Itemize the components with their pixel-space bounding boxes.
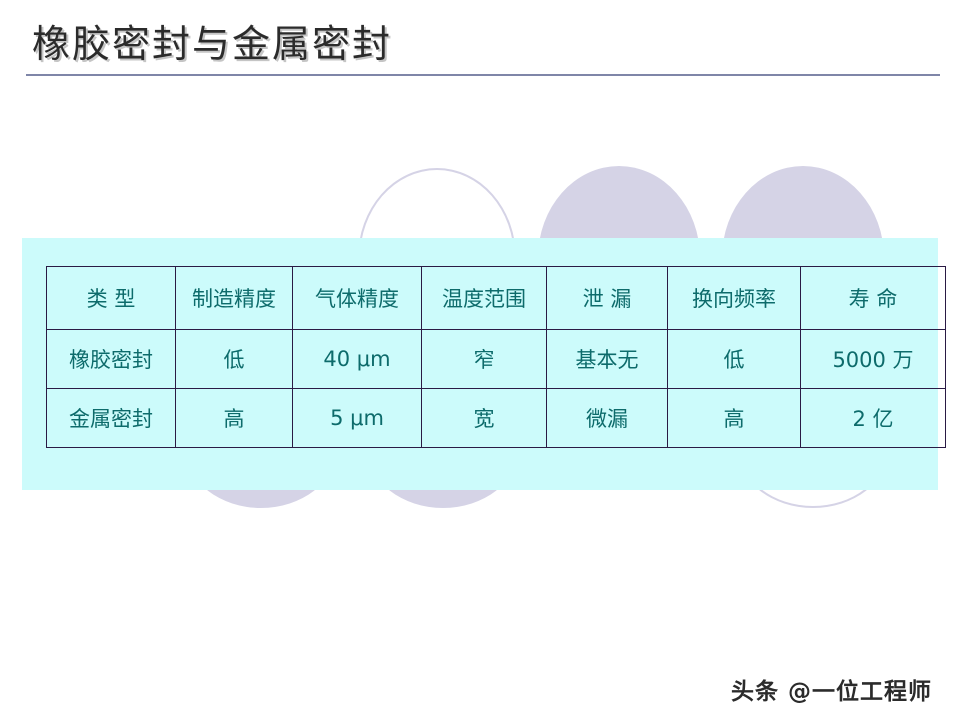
watermark: 头条 @一位工程师 [730, 679, 932, 705]
table-row: 橡胶密封 低 40 μm 窄 基本无 低 5000 万 [46, 329, 946, 389]
cell-switching-frequency-rubber: 低 [667, 329, 801, 389]
header-label-type-a: 类 型 [86, 287, 136, 311]
header-cell-manufacturing-precision: 制造精度 [175, 266, 293, 330]
cell-manufacturing-precision-metal: 高 [175, 388, 293, 448]
comparison-table: 类 型 制造精度 气体精度 温度范围 泄 漏 换向频率 寿 命 橡胶密封 低 4… [46, 266, 946, 448]
cell-lifetime-rubber: 5000 万 [800, 329, 946, 389]
cell-switching-frequency-metal: 高 [667, 388, 801, 448]
title-block: 橡胶密封与金属密封 [0, 22, 960, 84]
cell-temperature-range-rubber: 窄 [421, 329, 547, 389]
cell-gas-precision-metal: 5 μm [292, 388, 422, 448]
cell-temperature-range-metal: 宽 [421, 388, 547, 448]
cell-leakage-metal: 微漏 [546, 388, 668, 448]
header-cell-temperature-range: 温度范围 [421, 266, 547, 330]
cell-gas-precision-rubber: 40 μm [292, 329, 422, 389]
header-cell-leakage: 泄 漏 [546, 266, 668, 330]
header-cell-lifetime: 寿 命 [800, 266, 946, 330]
page-title: 橡胶密封与金属密封 [32, 24, 393, 66]
table-row: 金属密封 高 5 μm 宽 微漏 高 2 亿 [46, 388, 946, 448]
title-divider [26, 74, 940, 76]
cell-lifetime-metal: 2 亿 [800, 388, 946, 448]
cell-leakage-rubber: 基本无 [546, 329, 668, 389]
table-header-row: 类 型 制造精度 气体精度 温度范围 泄 漏 换向频率 寿 命 [46, 266, 946, 330]
cell-type-metal: 金属密封 [46, 388, 176, 448]
cell-manufacturing-precision-rubber: 低 [175, 329, 293, 389]
header-cell-switching-frequency: 换向频率 [667, 266, 801, 330]
header-cell-gas-precision: 气体精度 [292, 266, 422, 330]
header-cell-type: 类 型 [46, 266, 176, 330]
cell-type-rubber: 橡胶密封 [46, 329, 176, 389]
